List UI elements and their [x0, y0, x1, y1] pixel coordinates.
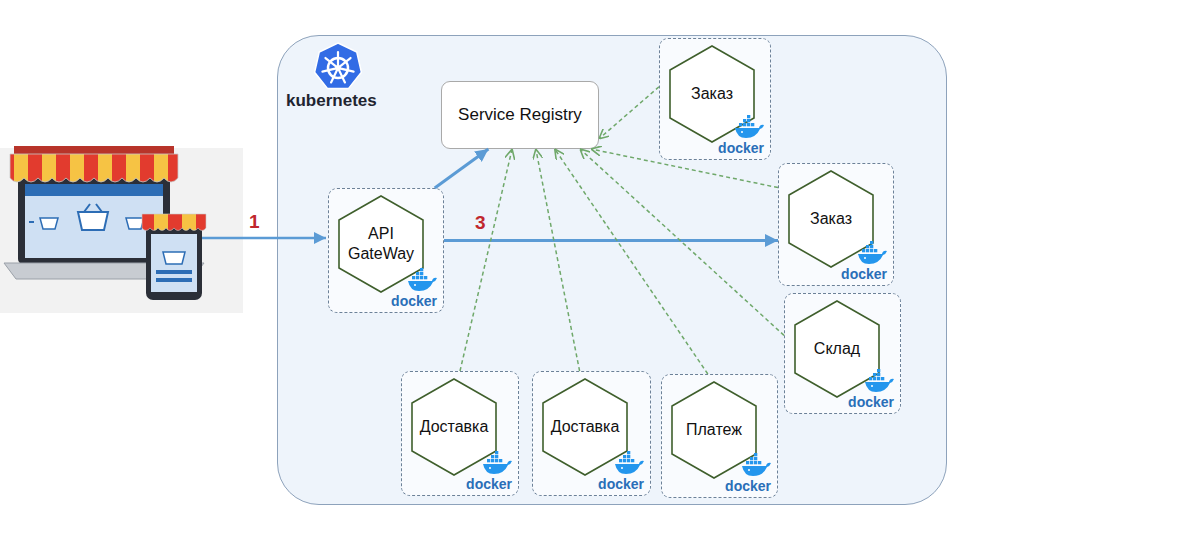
- docker-label-holder: docker: [725, 477, 771, 495]
- service-name-holder: Заказ: [670, 46, 754, 142]
- service-container: Заказ docker: [659, 38, 771, 160]
- kubernetes-logo: [312, 41, 364, 93]
- registration-arrow: [460, 149, 512, 371]
- service-container: Склад docker: [784, 293, 901, 414]
- service-name-holder: Склад: [795, 301, 879, 397]
- docker-whale: [615, 451, 644, 474]
- service-name-holder: Платеж: [672, 382, 756, 478]
- illustration-ground: [0, 148, 243, 313]
- service-container: Платеж docker: [661, 374, 778, 498]
- basket-icon: [78, 204, 108, 230]
- docker-label: docker: [598, 476, 644, 492]
- service-name-holder: API GateWay: [339, 196, 423, 292]
- shop-awning: [10, 154, 178, 182]
- service-name: Склад: [814, 339, 860, 359]
- docker-label: docker: [848, 394, 894, 410]
- request-arrow: [435, 149, 489, 188]
- registration-arrow: [555, 149, 708, 374]
- service-name-holder: Заказ: [789, 171, 873, 267]
- service-container: Доставка docker: [401, 371, 519, 496]
- basket-icon: [163, 252, 185, 264]
- gateway-container: API GateWay docker: [328, 188, 444, 313]
- screen-arrows: [29, 221, 155, 223]
- service-name: Заказ: [691, 84, 733, 104]
- registration-arrow: [591, 149, 778, 188]
- platform-name: kubernetes: [286, 91, 377, 110]
- registration-arrow: [580, 149, 784, 335]
- awning-roof: [14, 146, 174, 154]
- basket-icon: [40, 218, 58, 229]
- screen-banner: [25, 184, 163, 196]
- phone-line: [156, 278, 192, 282]
- docker-whale: [865, 369, 894, 392]
- registration-arrow: [536, 149, 580, 371]
- label-holder: 1: [249, 211, 260, 233]
- docker-label: docker: [841, 266, 887, 282]
- docker-label: docker: [391, 293, 437, 309]
- docker-whale: [408, 268, 437, 291]
- cluster-region: Service RegistryЗаказdockerAPI GateWaydo…: [277, 35, 947, 505]
- callout-number: 3: [473, 212, 488, 233]
- docker-label-holder: docker: [841, 265, 887, 283]
- service-name-holder: Доставка: [412, 379, 496, 475]
- docker-label-holder: docker: [848, 393, 894, 411]
- phone-awning: [142, 214, 206, 231]
- registry-name: Service Registry: [458, 105, 582, 125]
- docker-whale: [735, 115, 764, 138]
- service-name: API GateWay: [344, 224, 418, 264]
- request-arrow: [444, 239, 778, 242]
- service-name: Доставка: [420, 417, 489, 437]
- docker-label-holder: docker: [391, 292, 437, 310]
- service-container: Заказ docker: [778, 163, 894, 286]
- docker-whale: [858, 241, 887, 264]
- docker-whale: [483, 451, 512, 474]
- docker-label-holder: docker: [466, 475, 512, 493]
- platform-name-holder: kubernetes: [286, 91, 377, 111]
- docker-label: docker: [718, 140, 764, 156]
- docker-label-holder: docker: [598, 475, 644, 493]
- service-name: Доставка: [551, 417, 620, 437]
- edge-label-holder: 3: [473, 212, 488, 234]
- service-name: Заказ: [810, 209, 852, 229]
- docker-label-holder: docker: [718, 139, 764, 157]
- docker-label: docker: [466, 476, 512, 492]
- callout-number: 1: [249, 211, 260, 232]
- registry-box: Service Registry: [441, 81, 599, 149]
- docker-whale: [742, 453, 771, 476]
- docker-label: docker: [725, 478, 771, 494]
- phone-line: [156, 270, 192, 274]
- service-name: Платеж: [686, 420, 742, 440]
- registration-arrow: [599, 87, 659, 139]
- client-request-arrow: [202, 237, 326, 240]
- registry-name-holder: Service Registry: [442, 82, 598, 148]
- phone-screen: [151, 234, 197, 292]
- basket-icon: [126, 218, 144, 229]
- service-name-holder: Доставка: [543, 379, 627, 475]
- service-container: Доставка docker: [532, 371, 651, 496]
